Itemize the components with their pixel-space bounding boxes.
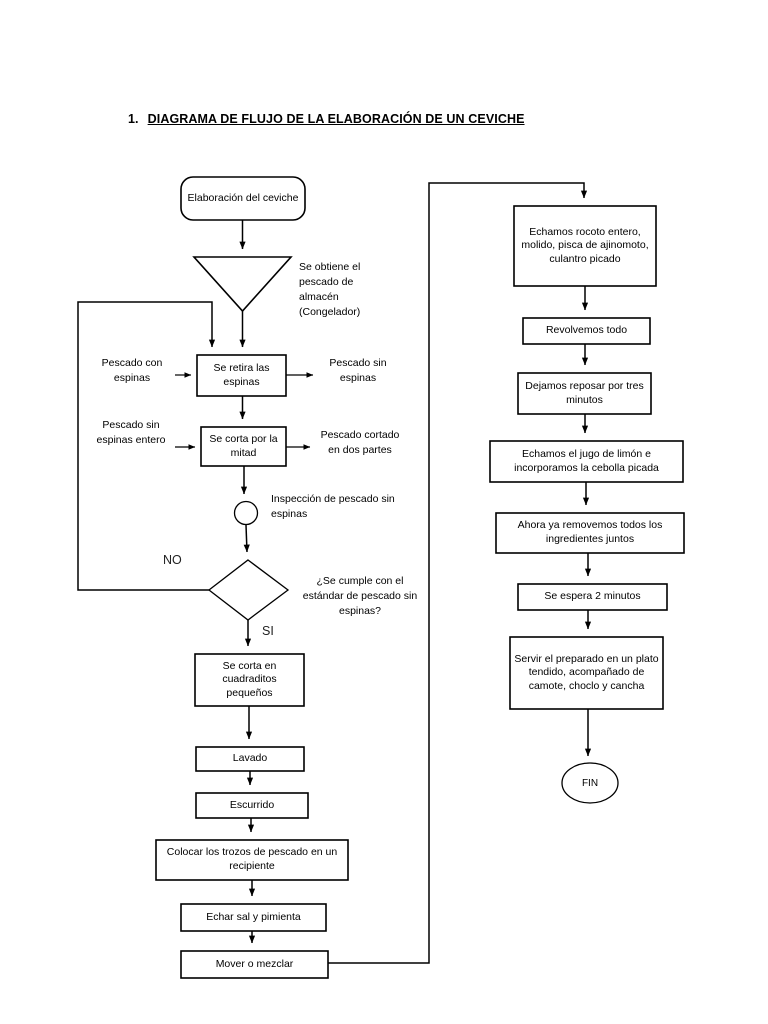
title-number: 1. [128, 112, 139, 126]
shape-lemon-onion [489, 440, 684, 483]
shape-mix [180, 950, 329, 979]
label-branch-no: NO [163, 553, 182, 567]
shape-wait-two-min [517, 583, 668, 611]
label-salt-pepper: Echar sal y pimienta [206, 910, 301, 923]
label-add-rocoto: Echamos rocoto entero, molido, pisca de … [521, 225, 649, 265]
label-wait-two-min: Se espera 2 minutos [544, 590, 641, 603]
label-remove-bones: Se retira las espinas [213, 361, 270, 388]
label-end-node: FIN [581, 777, 599, 789]
label-input-with-bones: Pescado con espinas [101, 357, 163, 384]
title-text: DIAGRAMA DE FLUJO DE LA ELABORACIÓN DE U… [147, 112, 525, 126]
label-wash: Lavado [232, 752, 268, 765]
label-lemon-onion: Echamos el jugo de limón e incorporamos … [514, 447, 659, 474]
connector-mix-to-add-rocoto [328, 182, 588, 964]
shape-cut-half [200, 426, 287, 467]
shape-stir-all [522, 317, 651, 345]
label-output-cut-two: Pescado cortado en dos partes [320, 429, 400, 456]
label-cut-cubes: Se corta en cuadraditos pequeños [222, 659, 277, 699]
label-start-terminator: Elaboración del ceviche [187, 191, 299, 204]
label-decision-question: ¿Se cumple con el estándar de pescado si… [302, 575, 418, 617]
shape-storage-triangle [192, 256, 293, 313]
shape-drain [195, 792, 309, 819]
note-inspection: Inspección de pescado sin espinas [271, 493, 395, 520]
shape-salt-pepper [180, 903, 327, 932]
shape-add-rocoto [513, 205, 657, 287]
shape-decision-diamond [207, 559, 290, 621]
connector-inspection-to-decision [243, 524, 250, 553]
label-output-without-bones: Pescado sin espinas [329, 357, 387, 384]
label-drain: Escurrido [229, 798, 275, 811]
label-branch-yes: SI [262, 624, 274, 638]
label-input-whole-no-bones: Pescado sin espinas entero [96, 419, 166, 446]
shape-wash [195, 746, 305, 772]
shape-inspection-circle [233, 500, 259, 526]
label-rest-three-min: Dejamos reposar por tres minutos [525, 379, 644, 406]
note-storage-triangle: Se obtiene el pescado de almacén (Congel… [299, 261, 361, 318]
label-serve: Servir el preparado en un plato tendido,… [514, 652, 659, 692]
shape-mix-ingredients [495, 512, 685, 554]
shape-serve [509, 636, 664, 710]
label-place-pieces: Colocar los trozos de pescado en un reci… [166, 846, 338, 872]
label-stir-all: Revolvemos todo [545, 324, 628, 337]
shape-end-ellipse [561, 762, 619, 804]
label-mix-ingredients: Ahora ya removemos todos los ingrediente… [517, 519, 663, 545]
label-mix: Mover o mezclar [215, 957, 294, 970]
connector-no-feedback-loop [77, 301, 216, 591]
page-title: 1. DIAGRAMA DE FLUJO DE LA ELABORACIÓN DE… [128, 112, 525, 126]
shape-remove-bones [196, 354, 287, 397]
label-cut-half: Se corta por la mitad [209, 432, 278, 459]
